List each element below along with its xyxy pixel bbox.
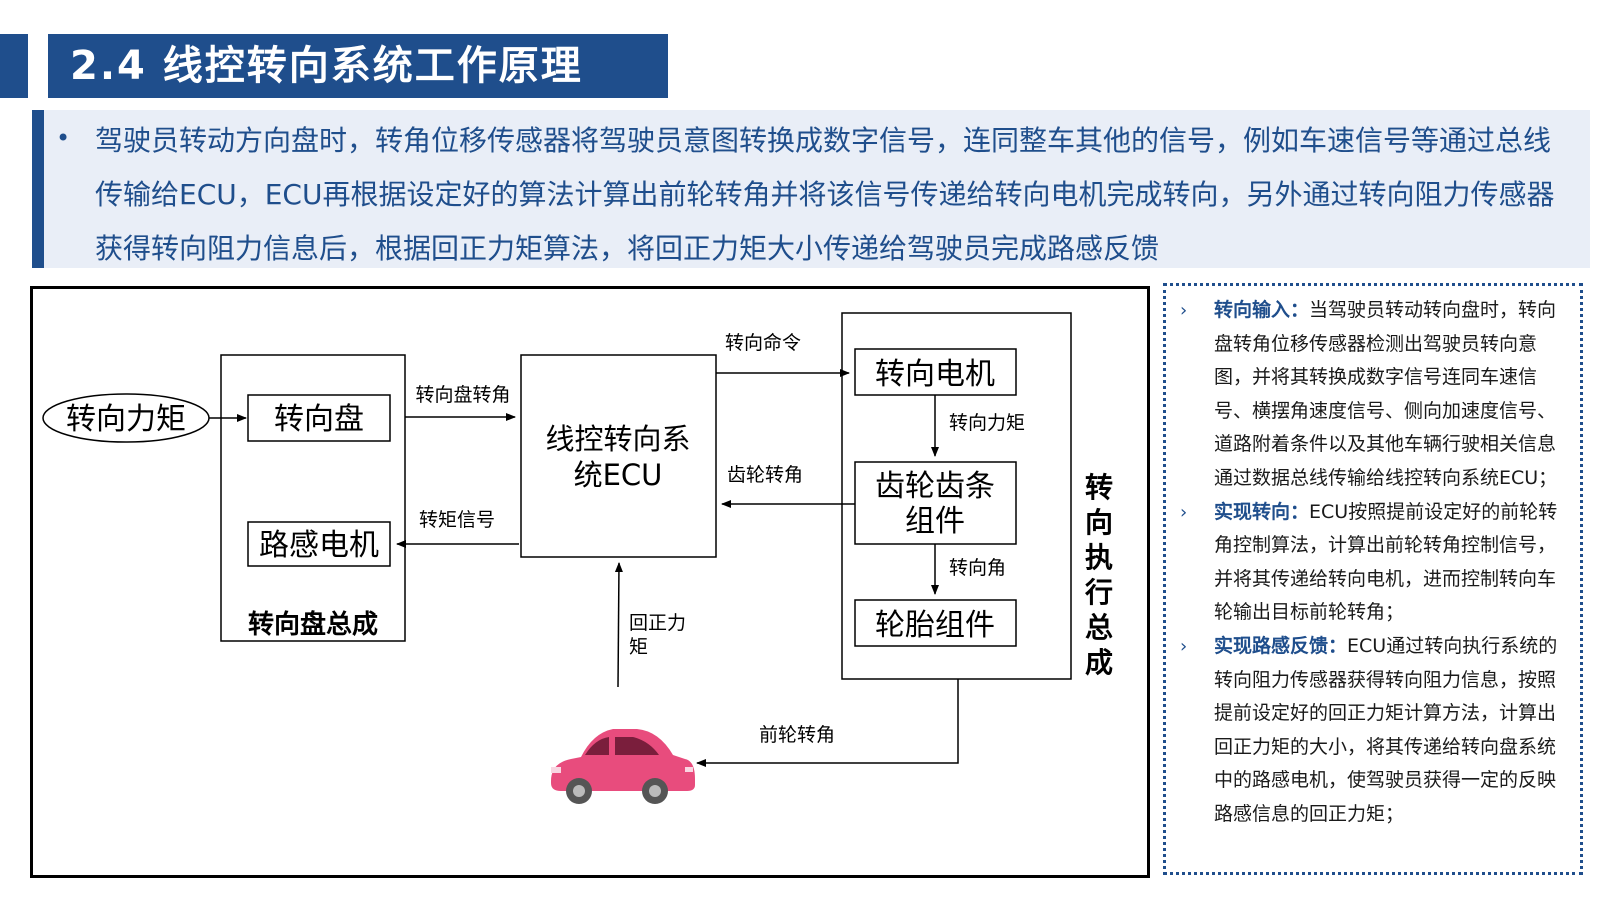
- arrow-front-angle: [696, 679, 959, 767]
- exec-label-1: 转: [1085, 471, 1113, 504]
- ecu-label-line1: 线控转向系: [545, 422, 690, 456]
- side-item-steer: › 实现转向：ECU按照提前设定好的前轮转角控制算法，计算出前轮转角控制信号，并…: [1180, 496, 1570, 630]
- steering-assembly-label: 转向盘总成: [248, 609, 378, 640]
- label-steer-cmd: 转向命令: [725, 332, 801, 354]
- exec-label-6: 成: [1085, 646, 1113, 679]
- car-icon: [551, 729, 695, 804]
- label-wheel-angle: 转向盘转角: [415, 384, 510, 406]
- page-title: 2.4 线控转向系统工作原理: [48, 34, 668, 98]
- exec-label-2: 向: [1085, 506, 1113, 539]
- intro-text: 驾驶员转动方向盘时，转角位移传感器将驾驶员意图转换成数字信号，连同整车其他的信号…: [95, 124, 1555, 265]
- steering-wheel-box: [247, 394, 391, 442]
- exec-assembly-box: [841, 312, 1072, 680]
- side-item-head: 实现转向：: [1214, 500, 1310, 523]
- side-item-text: ECU按照提前设定好的前轮转角控制算法，计算出前轮转角控制信号，并将其传递给转向…: [1214, 500, 1558, 624]
- label-steer-torque: 转向力矩: [949, 412, 1025, 434]
- steering-assembly-box: [220, 354, 406, 642]
- tire-box: [854, 599, 1017, 647]
- rack-label-line2: 组件: [905, 504, 965, 539]
- feel-motor-label: 路感电机: [259, 528, 379, 563]
- diagram-frame: 转向力矩 转向盘 路感电机 转向盘总成 线控转向系 统ECU 转向盘转角 转矩信…: [30, 286, 1150, 878]
- chevron-right-icon: ›: [1180, 635, 1188, 657]
- chevron-right-icon: ›: [1180, 501, 1188, 523]
- label-front-angle: 前轮转角: [759, 724, 835, 746]
- label-return-torque-1: 回正力: [629, 612, 686, 634]
- side-item-feedback: › 实现路感反馈：ECU通过转向执行系统的转向阻力传感器获得转向阻力信息，按照提…: [1180, 630, 1570, 832]
- tire-label: 轮胎组件: [875, 608, 995, 643]
- side-item-head: 转向输入：: [1214, 299, 1310, 321]
- label-torque-signal: 转矩信号: [419, 509, 495, 531]
- steering-wheel-label: 转向盘: [274, 402, 364, 437]
- side-item-head: 实现路感反馈：: [1214, 634, 1348, 657]
- diagram-svg: 转向力矩 转向盘 路感电机 转向盘总成 线控转向系 统ECU 转向盘转角 转矩信…: [42, 312, 1113, 804]
- exec-label-5: 总: [1085, 611, 1113, 644]
- intro-accent: [32, 110, 44, 268]
- chevron-right-icon: ›: [1180, 300, 1188, 321]
- label-gear-angle: 齿轮转角: [727, 464, 803, 486]
- ecu-box: [520, 354, 717, 558]
- arrow-return-torque: [614, 562, 623, 688]
- side-panel: › 转向输入：当驾驶员转动转向盘时，转向盘转角位移传感器检测出驾驶员转向意图，并…: [1163, 283, 1583, 875]
- label-return-torque-2: 矩: [629, 636, 648, 658]
- motor-label: 转向电机: [875, 357, 995, 392]
- ecu-label-line2: 统ECU: [574, 458, 663, 492]
- exec-label-3: 执: [1085, 541, 1113, 574]
- side-item-text: 当驾驶员转动转向盘时，转向盘转角位移传感器检测出驾驶员转向意图，并将其转换成数字…: [1214, 299, 1558, 489]
- exec-label-4: 行: [1084, 576, 1113, 609]
- label-steer-angle: 转向角: [949, 557, 1006, 579]
- input-label: 转向力矩: [66, 402, 186, 437]
- side-item-input: › 转向输入：当驾驶员转动转向盘时，转向盘转角位移传感器检测出驾驶员转向意图，并…: [1180, 294, 1570, 496]
- rack-label-line1: 齿轮齿条: [875, 469, 995, 504]
- feel-motor-box: [247, 521, 391, 567]
- side-item-text: ECU通过转向执行系统的转向阻力传感器获得转向阻力信息，按照提前设定好的回正力矩…: [1214, 634, 1558, 825]
- intro-bullet: •: [56, 124, 71, 152]
- title-accent: [0, 34, 28, 98]
- intro-box: [32, 110, 1590, 268]
